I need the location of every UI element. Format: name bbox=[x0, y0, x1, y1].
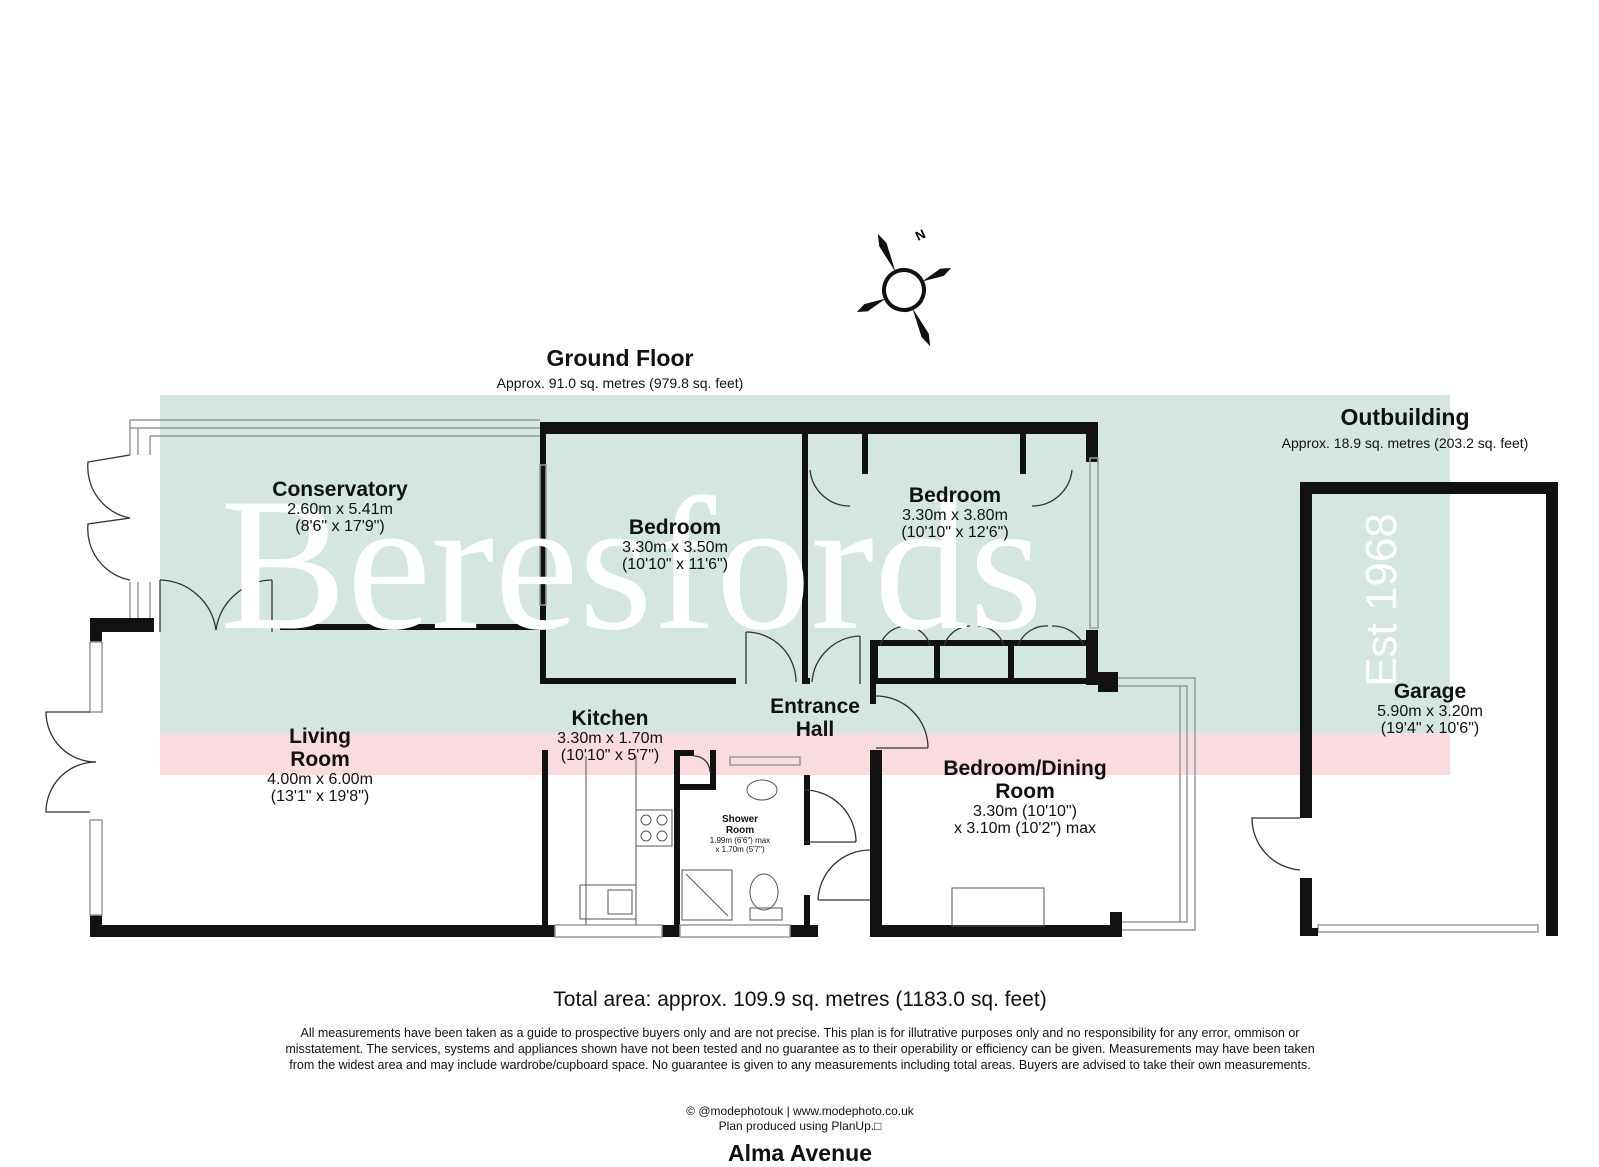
total-area: Total area: approx. 109.9 sq. metres (11… bbox=[553, 988, 1047, 1011]
room-dim-metric: 3.30m x 3.50m bbox=[622, 539, 728, 556]
walls bbox=[90, 422, 1122, 937]
compass-icon bbox=[856, 233, 952, 347]
credits-line1: © @modephotouk | www.modephoto.co.uk bbox=[686, 1104, 914, 1118]
room-kitchen: Kitchen 3.30m x 1.70m (10'10" x 5'7") bbox=[500, 707, 720, 764]
room-dim-imperial: (13'1" x 19'8") bbox=[270, 788, 370, 805]
watermark-stripe bbox=[160, 733, 1450, 775]
room-name-line1: Shower bbox=[721, 814, 759, 825]
conservatory-walls bbox=[129, 419, 540, 620]
room-dim-imperial: (10'10" x 5'7") bbox=[560, 747, 660, 764]
room-dim-imperial: (10'10" x 12'6") bbox=[901, 524, 1009, 541]
room-dim-line2: x 1.70m (5'7") bbox=[715, 845, 765, 854]
disclaimer: All measurements have been taken as a gu… bbox=[285, 1026, 1315, 1072]
outbuilding-title: Outbuilding bbox=[1340, 404, 1470, 430]
room-name-line2: Room bbox=[995, 780, 1055, 803]
room-dim-metric: 5.90m x 3.20m bbox=[1377, 703, 1483, 720]
room-name: Bedroom bbox=[628, 516, 722, 539]
room-dim-line2: x 3.10m (10'2") max bbox=[953, 820, 1097, 837]
room-conservatory: Conservatory 2.60m x 5.41m (8'6" x 17'9"… bbox=[230, 478, 450, 535]
room-bedroom-dining: Bedroom/Dining Room 3.30m (10'10") x 3.1… bbox=[900, 757, 1150, 837]
room-dim-metric: 4.00m x 6.00m bbox=[267, 771, 373, 788]
room-name: Kitchen bbox=[571, 707, 649, 730]
room-dim-metric: 3.30m x 1.70m bbox=[557, 730, 663, 747]
room-dim-imperial: (8'6" x 17'9") bbox=[295, 518, 385, 535]
room-bedroom-1: Bedroom 3.30m x 3.50m (10'10" x 11'6") bbox=[560, 516, 790, 573]
outbuilding-area: Approx. 18.9 sq. metres (203.2 sq. feet) bbox=[1281, 435, 1529, 451]
windows bbox=[89, 457, 1539, 938]
garage-walls bbox=[1300, 482, 1558, 936]
ground-floor-title: Ground Floor bbox=[546, 345, 694, 371]
room-dim-metric: 2.60m x 5.41m bbox=[287, 501, 393, 518]
room-name-line1: Entrance bbox=[770, 695, 860, 718]
room-bedroom-2: Bedroom 3.30m x 3.80m (10'10" x 12'6") bbox=[840, 484, 1070, 541]
room-living: Living Room 4.00m x 6.00m (13'1" x 19'8"… bbox=[210, 725, 430, 805]
room-shower: Shower Room 1.99m (6'6") max x 1.70m (5'… bbox=[690, 814, 790, 854]
watermark-est: Est 1968 bbox=[1357, 513, 1406, 687]
credits: © @modephotouk | www.modephoto.co.uk Pla… bbox=[600, 1104, 1000, 1134]
room-garage: Garage 5.90m x 3.20m (19'4" x 10'6") bbox=[1320, 680, 1540, 737]
room-dim-line1: 3.30m (10'10") bbox=[973, 803, 1077, 820]
street-name: Alma Avenue bbox=[727, 1140, 872, 1166]
room-name-line2: Hall bbox=[795, 718, 835, 741]
ground-floor-area: Approx. 91.0 sq. metres (979.8 sq. feet) bbox=[496, 375, 744, 391]
room-dim-metric: 3.30m x 3.80m bbox=[902, 507, 1008, 524]
room-name-line2: Room bbox=[725, 825, 755, 836]
room-name-line1: Bedroom/Dining bbox=[943, 757, 1107, 780]
credits-line2: Plan produced using PlanUp.□ bbox=[718, 1119, 882, 1133]
room-name: Garage bbox=[1393, 680, 1467, 703]
room-name-line1: Living bbox=[289, 725, 351, 748]
fixtures bbox=[579, 756, 1045, 927]
doors bbox=[45, 454, 1301, 901]
room-dim-imperial: (19'4" x 10'6") bbox=[1380, 720, 1480, 737]
room-entrance-hall: Entrance Hall bbox=[740, 695, 890, 741]
watermark-brand: Beresfords bbox=[220, 460, 1044, 670]
room-dim-line1: 1.99m (6'6") max bbox=[709, 836, 771, 845]
room-name: Conservatory bbox=[272, 478, 408, 501]
room-dim-imperial: (10'10" x 11'6") bbox=[621, 556, 729, 573]
compass-north-label: N bbox=[913, 226, 928, 244]
room-name-line2: Room bbox=[290, 748, 350, 771]
room-name: Bedroom bbox=[908, 484, 1002, 507]
